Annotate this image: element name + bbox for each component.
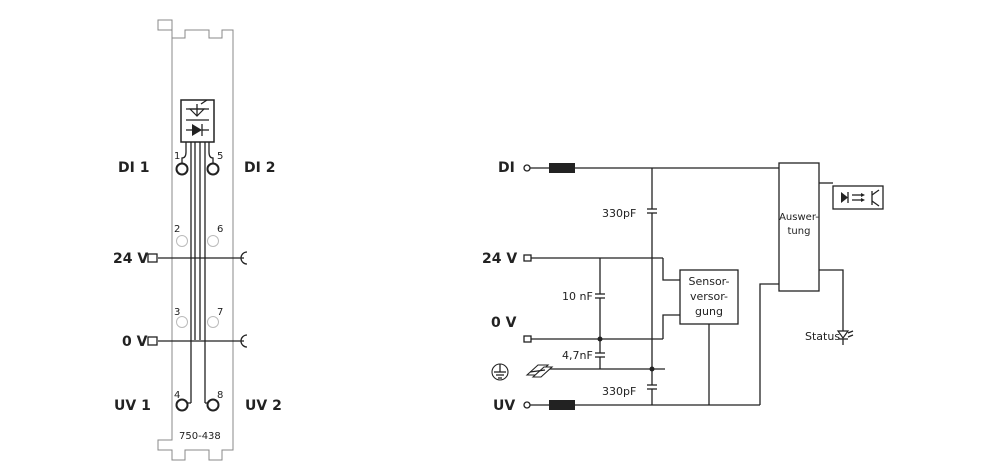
terminal-1: [175, 162, 189, 176]
terminal-number: 5: [217, 151, 223, 162]
din-rail-contact-icon: [525, 364, 554, 378]
0v-connector: [147, 336, 158, 346]
terminal-number: 4: [174, 390, 180, 401]
terminal-5: [206, 162, 220, 176]
terminal-number: 6: [217, 224, 223, 235]
terminal-number: 1: [174, 151, 180, 162]
sensor-supply-line3: gung: [695, 305, 723, 318]
evaluation-line1: Auswer-: [779, 212, 819, 223]
sensor-supply-line2: versor-: [690, 290, 728, 303]
cap-330pf-top: 330pF: [602, 207, 636, 220]
input-di-label: DI: [498, 160, 515, 176]
output-optocoupler-icon: [832, 185, 884, 210]
terminal-6: [207, 235, 219, 247]
terminal-3: [176, 316, 188, 328]
terminal-4: [175, 398, 189, 412]
label-24v: 24 V: [113, 251, 148, 267]
part-number: 750-438: [179, 431, 221, 442]
io-module: 1 5 2 6 3 7 4 8 750-438 DI 1 DI 2 24 V 0…: [113, 19, 282, 461]
input-uv-label: UV: [493, 398, 515, 414]
terminal-number: 8: [217, 390, 223, 401]
input-24v-label: 24 V: [482, 251, 517, 267]
di-inductor: [549, 163, 575, 173]
24v-connector: [147, 253, 158, 263]
evaluation-line2: tung: [788, 226, 811, 237]
label-0v: 0 V: [122, 334, 148, 350]
uv-inductor: [549, 400, 575, 410]
label-di1: DI 1: [118, 160, 149, 176]
status-led-icon: [836, 330, 854, 345]
terminal-8: [206, 398, 220, 412]
cap-330pf-bottom: 330pF: [602, 385, 636, 398]
terminal-number: 2: [174, 224, 180, 235]
terminal-number: 7: [217, 307, 223, 318]
evaluation-block: [778, 162, 820, 292]
sensor-supply-line1: Sensor-: [689, 275, 730, 288]
label-uv1: UV 1: [114, 398, 151, 414]
label-uv2: UV 2: [245, 398, 282, 414]
cap-4-7nf: 4,7nF: [562, 349, 593, 362]
label-di2: DI 2: [244, 160, 275, 176]
optocoupler-symbol: [180, 99, 215, 143]
terminal-number: 3: [174, 307, 180, 318]
input-0v-label: 0 V: [491, 315, 517, 331]
sensor-supply-block: [679, 269, 739, 325]
terminal-2: [176, 235, 188, 247]
terminal-7: [207, 316, 219, 328]
schematic: DI 24 V 0 V UV: [482, 160, 884, 414]
cap-10nf: 10 nF: [562, 290, 593, 303]
ground-icon: [491, 363, 509, 381]
status-label: Status: [805, 330, 840, 343]
